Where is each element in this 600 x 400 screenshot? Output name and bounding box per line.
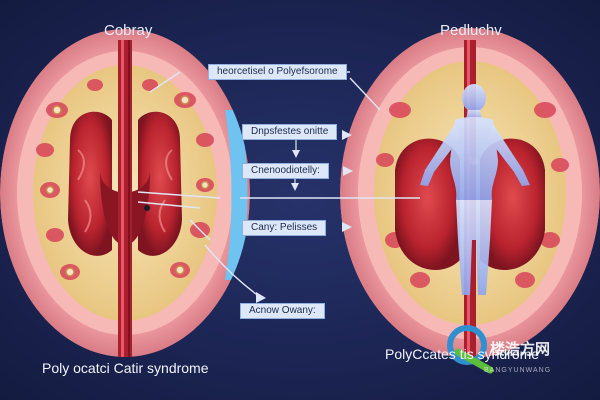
arrow-down-icon xyxy=(291,183,299,191)
label-box-1: heorcetisel o Polyefsorome xyxy=(208,64,347,80)
female-figure-icon xyxy=(420,84,530,295)
watermark-subtext: BANGYUNWANG xyxy=(484,367,552,374)
arrow-down-icon xyxy=(292,150,300,158)
right-caption: PolyCcates tis syndrome xyxy=(385,346,540,362)
label-box-4: Cany: Pelisses xyxy=(242,220,327,236)
label-box-3: Cnenoodiotelly: xyxy=(242,163,329,179)
arrow-right-icon xyxy=(342,222,352,232)
label-box-2: Dnpsfestes onitte xyxy=(242,124,338,140)
watermark-text: 楼浩方网 xyxy=(490,341,551,358)
arrow-right-icon xyxy=(343,166,353,176)
right-panel-title: Pedluchv xyxy=(440,22,502,39)
pointer-dot xyxy=(144,205,150,211)
arrow-right-icon xyxy=(256,292,266,303)
left-organ-cross-section xyxy=(0,29,250,357)
left-caption: Poly ocatci Catir syndrome xyxy=(42,360,209,376)
arrow-heads xyxy=(256,130,353,303)
watermark-logo-icon xyxy=(447,325,494,374)
arrow-right-icon xyxy=(342,130,352,140)
label-box-5: Acnow Owany: xyxy=(240,303,325,319)
left-panel-title: Cobray xyxy=(104,22,153,39)
